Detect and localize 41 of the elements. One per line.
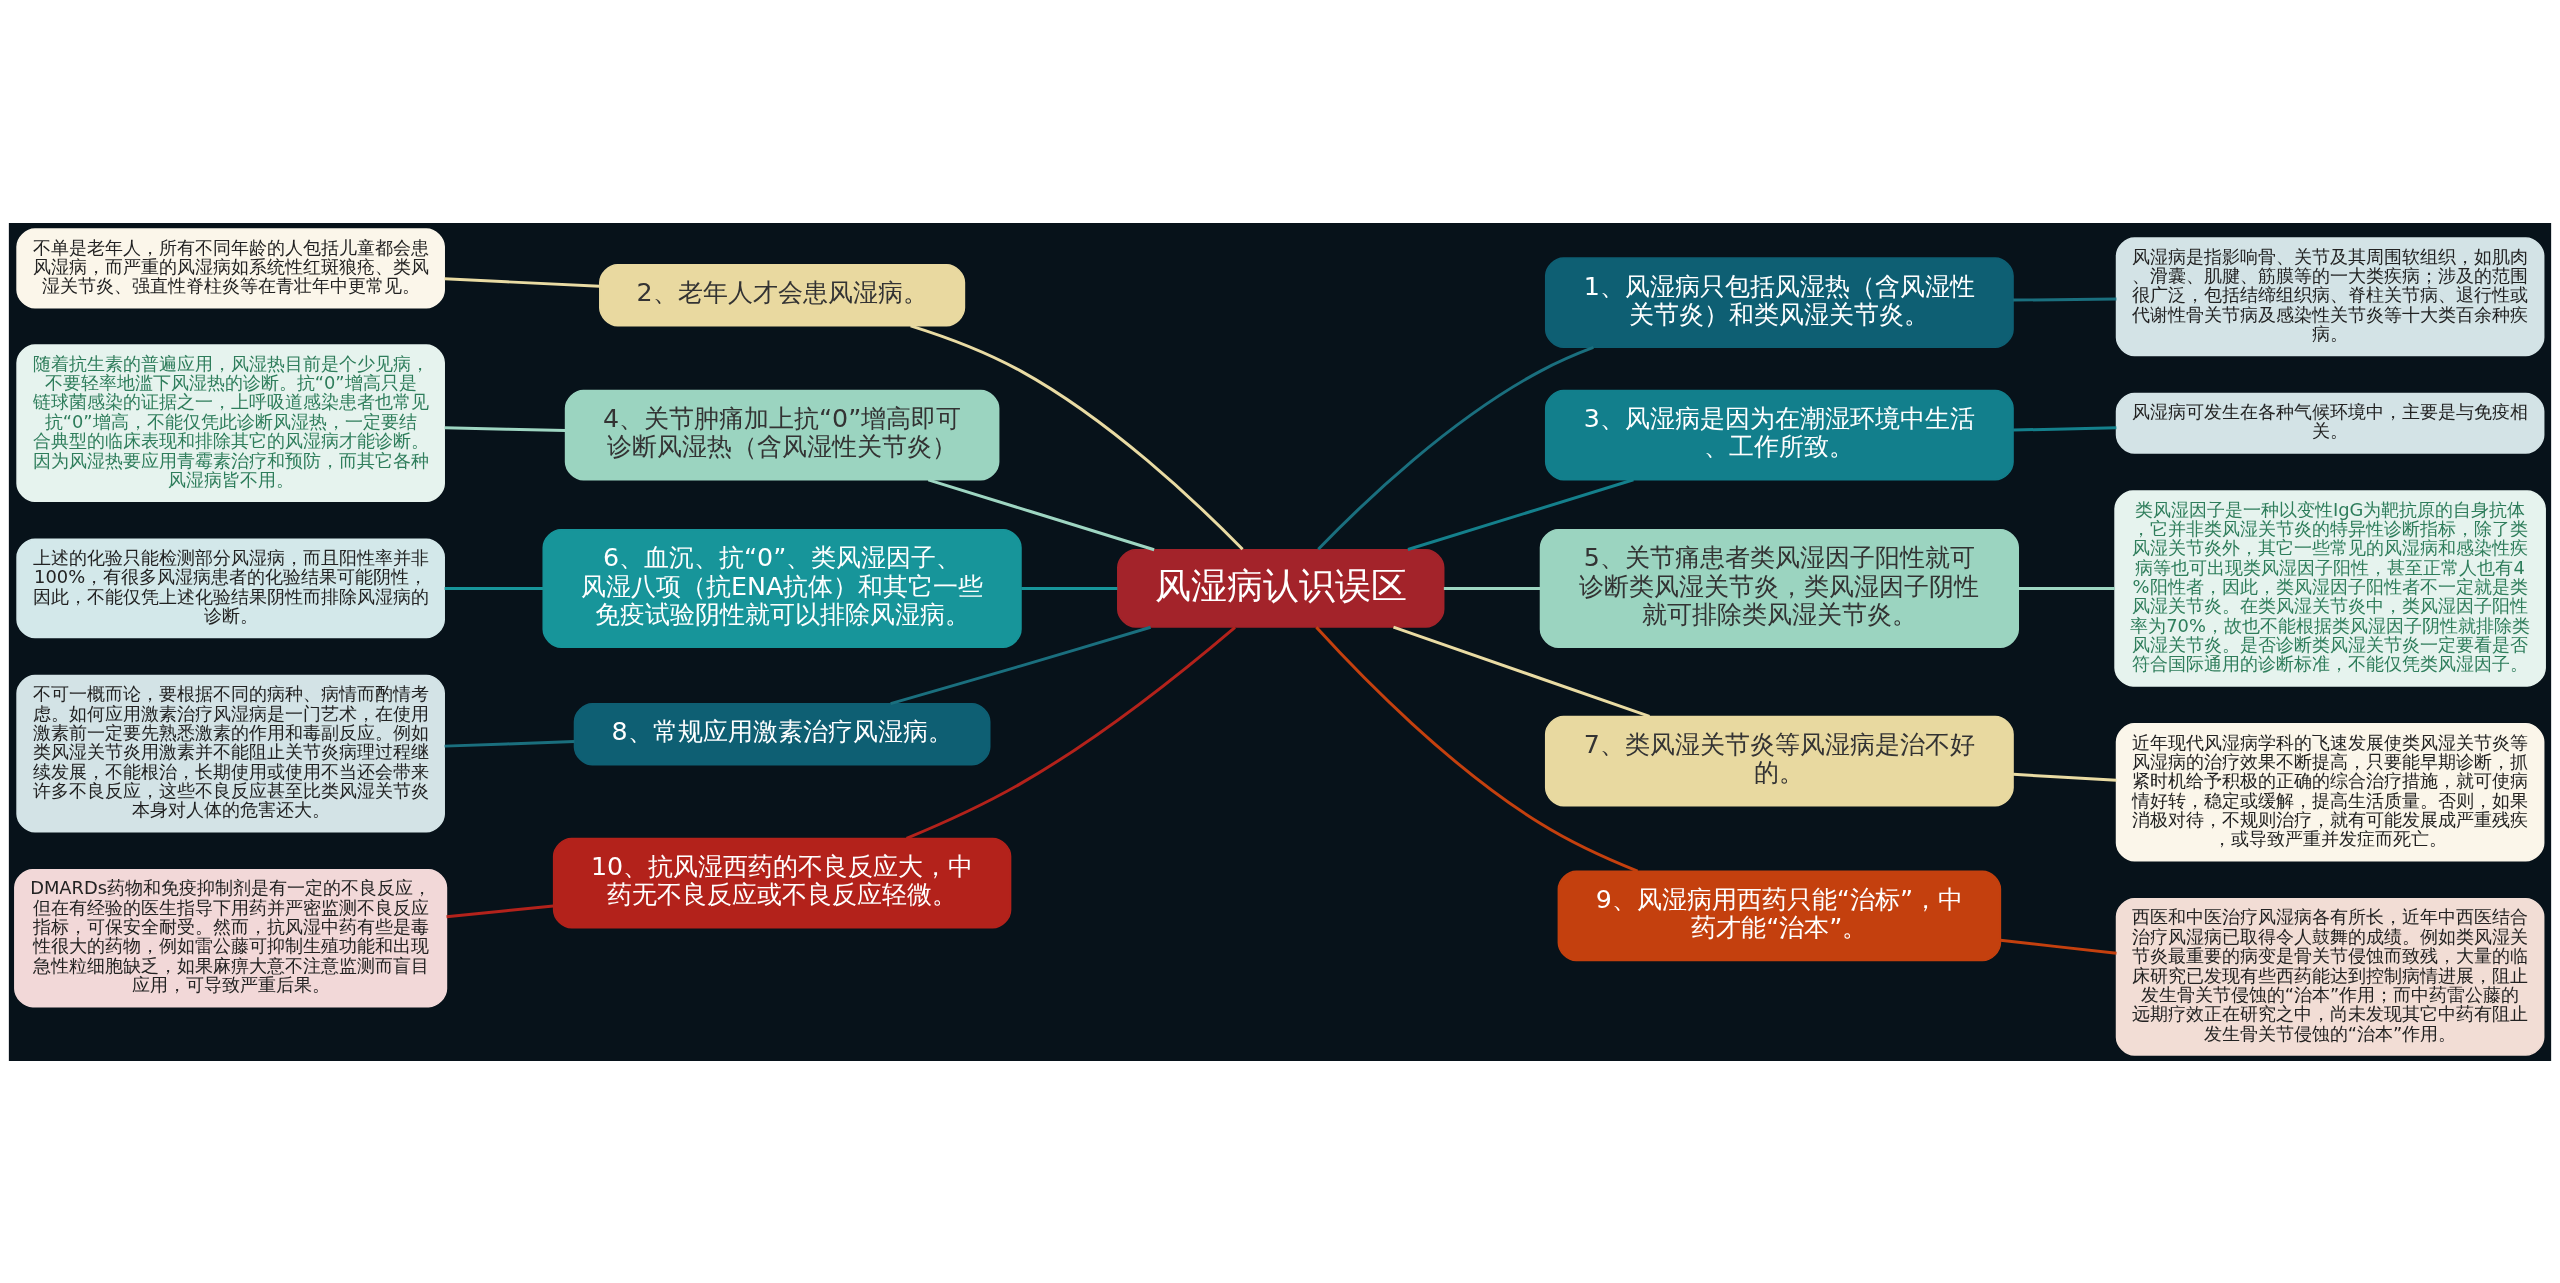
node-box: 2、老年人才会患风湿病。 xyxy=(599,263,966,326)
connector xyxy=(444,425,566,432)
node-box: 4、关节肿痛加上抗“0”增高即可诊断风湿热（含风湿性关节炎） xyxy=(564,389,1000,480)
connector xyxy=(2013,772,2117,782)
node-box: 不单是老年人，所有不同年龄的人包括儿童都会患风湿病，而严重的风湿病如系统性红斑狼疮、类风湿关节炎、强直性脊柱炎等在青壮年中更常见。 xyxy=(16,227,445,309)
connector xyxy=(2018,586,2115,590)
connector xyxy=(1407,477,1634,551)
connector xyxy=(444,586,543,590)
node-box: 9、风湿病用西药只能“治标”，中药才能“治本”。 xyxy=(1557,869,2002,961)
node-box: 西医和中医治疗风湿病各有所长，近年中西医结合治疗风湿病已取得令人鼓舞的成绩。例如类风湿关节炎最重要的病变是骨关节侵蚀而致残，大量的临床研究已发现有些西药能达到控制病情进展，阻止发生骨关节侵蚀的“治本”作用；而中药雷公藤的远期疗效正在研究之中，尚未发现其它中药有阻止发生骨关节侵蚀的“治本”作用。 xyxy=(2115,897,2545,1056)
connector xyxy=(2013,425,2117,432)
node-box: 1、风湿病只包括风湿热（含风湿性关节炎）和类风湿关节炎。 xyxy=(1544,256,2014,348)
node-box: 随着抗生素的普遍应用，风湿热目前是个少见病，不要轻率地滥下风湿热的诊断。抗“0”增高只是链球菌感染的证据之一，上呼吸道感染患者也常见抗“0”增高，不能仅凭此诊断风湿热，一定要结合典型的临床表现和排除其它的风湿病才能诊断。因为风湿热要应用青霉素治疗和预防，而其它各种风湿病皆不用。 xyxy=(16,343,445,502)
node-box: 风湿病认识误区 xyxy=(1117,548,1445,628)
connector xyxy=(444,276,600,288)
node-box: 不可一概而论，要根据不同的病种、病情而酌情考虑。如何应用激素治疗风湿病是一门艺术，在使用激素前一定要先熟悉激素的作用和毒副反应。例如类风湿关节炎用激素并不能阻止关节炎病理过程继续发展，不能根治，长期使用或使用不当还会带来许多不良反应，这些不良反应甚至比类风湿关节炎本身对人体的危害还大。 xyxy=(16,674,445,833)
node-box: 6、血沉、抗“0”、类风湿因子、风湿八项（抗ENA抗体）和其它一些免疫试验阴性就可以排除风湿病。 xyxy=(542,528,1022,648)
connector xyxy=(1392,625,1650,718)
node-box: 风湿病可发生在各种气候环境中，主要是与免疫相关。 xyxy=(2115,392,2545,454)
connector xyxy=(927,477,1155,551)
node-box: 5、关节痛患者类风湿因子阳性就可诊断类风湿关节炎，类风湿因子阴性就可排除类风湿关节炎。 xyxy=(1539,528,2019,648)
node-box: 3、风湿病是因为在潮湿环境中生活、工作所致。 xyxy=(1544,389,2014,480)
connector xyxy=(1021,586,1118,590)
node-box: 类风湿因子是一种以变性IgG为靶抗原的自身抗体，它并非类风湿关节炎的特异性诊断指标，除了类风湿关节炎外，其它一些常见的风湿病和感染性疾病等也可出现类风湿因子阳性，甚至正常人也有4%阳性者，因此，类风湿因子阳性者不一定就是类风湿关节炎。在类风湿关节炎中，类风湿因子阳性率为70%，故也不能根据类风湿因子阴性就排除类风湿关节炎。是否诊断类风湿关节炎一定要看是否符合国际通用的诊断标准，不能仅凭类风湿因子。 xyxy=(2114,489,2546,687)
connector xyxy=(2013,297,2117,302)
connector xyxy=(2000,938,2117,955)
node-box: DMARDs药物和免疫抑制剂是有一定的不良反应，但在有经验的医生指导下用药并严密监测不良反应指标，可保安全耐受。然而，抗风湿中药有些是毒性很大的药物，例如雷公藤可抑制生殖功能和出现急性粒细胞缺乏，如果麻痹大意不注意监测而盲目应用，可导致严重后果。 xyxy=(14,868,448,1007)
connector xyxy=(1315,625,1639,873)
node-box: 风湿病是指影响骨、关节及其周围软组织，如肌肉、滑囊、肌腱、筋膜等的一大类疾病；涉及的范围很广泛，包括结缔组织病、脊柱关节病、退行性或代谢性骨关节病及感染性关节炎等十大类百余种疾病。 xyxy=(2115,236,2545,356)
node-box: 近年现代风湿病学科的飞速发展使类风湿关节炎等风湿病的治疗效果不断提高，只要能早期诊断，抓紧时机给予积极的正确的综合治疗措施，就可使病情好转，稳定或缓解，提高生活质量。否则，如果消极对待，不规则治疗，就有可能发展成严重残疾，或导致严重并发症而死亡。 xyxy=(2115,722,2545,862)
connector xyxy=(444,739,575,748)
connector xyxy=(906,625,1236,840)
node-box: 上述的化验只能检测部分风湿病，而且阳性率并非100%，有很多风湿病患者的化验结果可能阴性，因此，不能仅凭上述化验结果阴性而排除风湿病的诊断。 xyxy=(16,538,445,638)
connector xyxy=(910,323,1244,550)
node-box: 7、类风湿关节炎等风湿病是治不好的。 xyxy=(1544,715,2014,806)
node-box: 8、常规应用激素治疗风湿病。 xyxy=(573,702,991,766)
node-box: 10、抗风湿西药的不良反应大，中药无不良反应或不良反应轻微。 xyxy=(552,837,1012,929)
connector xyxy=(890,625,1152,705)
connector xyxy=(1317,345,1594,550)
connector xyxy=(446,903,554,918)
connector xyxy=(1443,586,1541,590)
